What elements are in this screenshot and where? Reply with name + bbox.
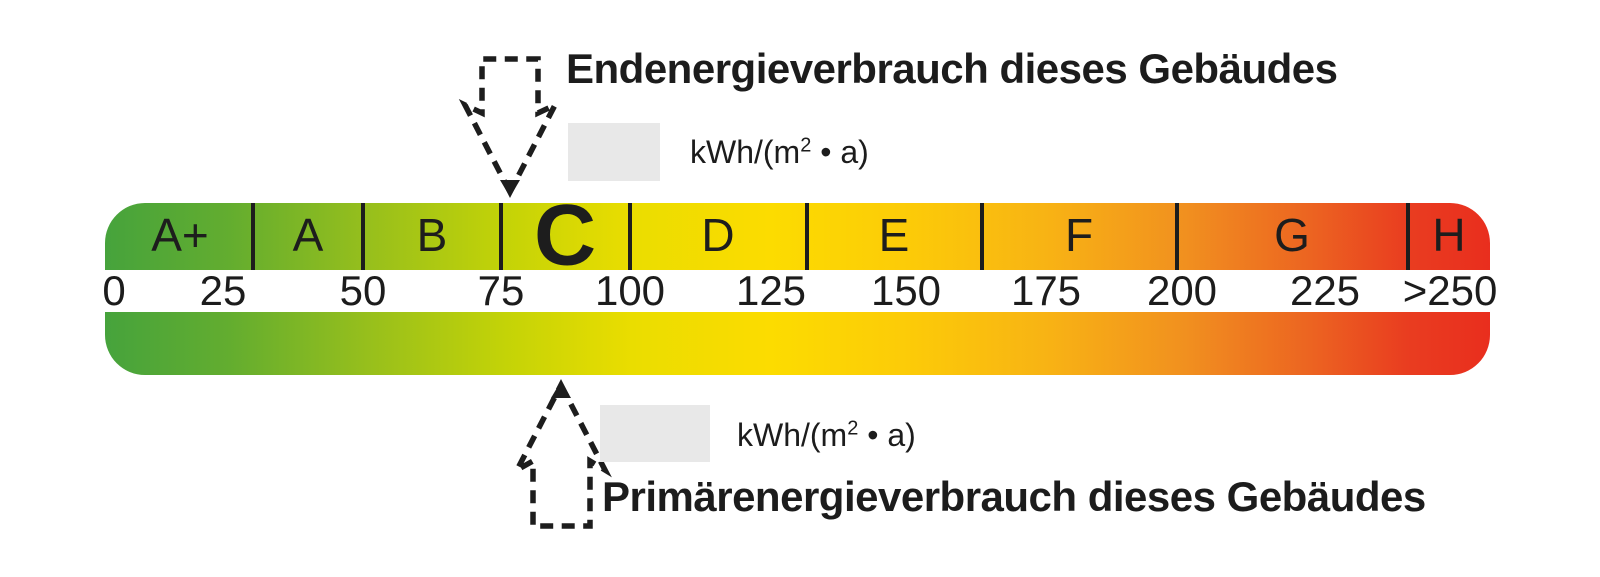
class-letter-e: E [878,208,910,261]
tick-label: 200 [1146,267,1218,314]
final-energy-unit: kWh/(m2 • a) [690,134,869,171]
primary-energy-unit: kWh/(m2 • a) [737,417,916,454]
primary-energy-arrow-up-icon [510,379,612,529]
tick-label: 225 [1289,267,1361,314]
class-divider [805,203,809,270]
class-band: A+ A B C D E F G H [105,192,1490,278]
class-letter-c-current: C [533,186,597,283]
scale-axis: 0 25 50 75 100 125 150 175 200 225 >250 [102,267,1497,314]
class-letter-g: G [1274,208,1310,261]
tick-label: 175 [1010,267,1082,314]
tick-label: 125 [735,267,807,314]
class-divider [361,203,365,270]
tick-label: 0 [102,267,126,314]
primary-energy-title: Primärenergieverbrauch dieses Gebäudes [602,473,1426,520]
primary-energy-arrow-tip-icon [551,381,571,398]
class-divider [1406,203,1410,270]
tick-label: 150 [870,267,942,314]
class-letter-f: F [1064,208,1094,261]
gradient-band [105,312,1490,375]
tick-label: 100 [594,267,666,314]
class-divider [251,203,255,270]
unit-text: kWh/(m [737,417,848,453]
energy-scale-band: A+ A B C D E F G H 0 25 50 75 100 125 15… [102,192,1497,375]
unit-exponent: 2 [800,134,812,157]
class-divider [499,203,503,270]
final-energy-arrow-down-icon [458,56,562,198]
final-energy-title: Endenergieverbrauch dieses Gebäudes [566,45,1338,92]
class-divider [980,203,984,270]
unit-text: • a) [858,417,916,453]
class-letter-d: D [701,208,735,261]
final-energy-arrow-tip-icon [500,180,520,197]
class-letter-b: B [416,208,448,261]
class-letter-h: H [1432,208,1466,261]
class-divider [1175,203,1179,270]
tick-label: >250 [1402,267,1498,314]
class-letter-a: A [292,208,324,261]
tick-label: 75 [477,267,525,314]
unit-text: • a) [811,134,869,170]
class-divider [628,203,632,270]
unit-exponent: 2 [847,417,859,440]
final-energy-value-box [568,123,660,181]
primary-energy-value-box [600,405,710,462]
class-letter-a-plus: A+ [151,208,209,261]
tick-label: 25 [199,267,247,314]
unit-text: kWh/(m [690,134,801,170]
tick-label: 50 [339,267,387,314]
